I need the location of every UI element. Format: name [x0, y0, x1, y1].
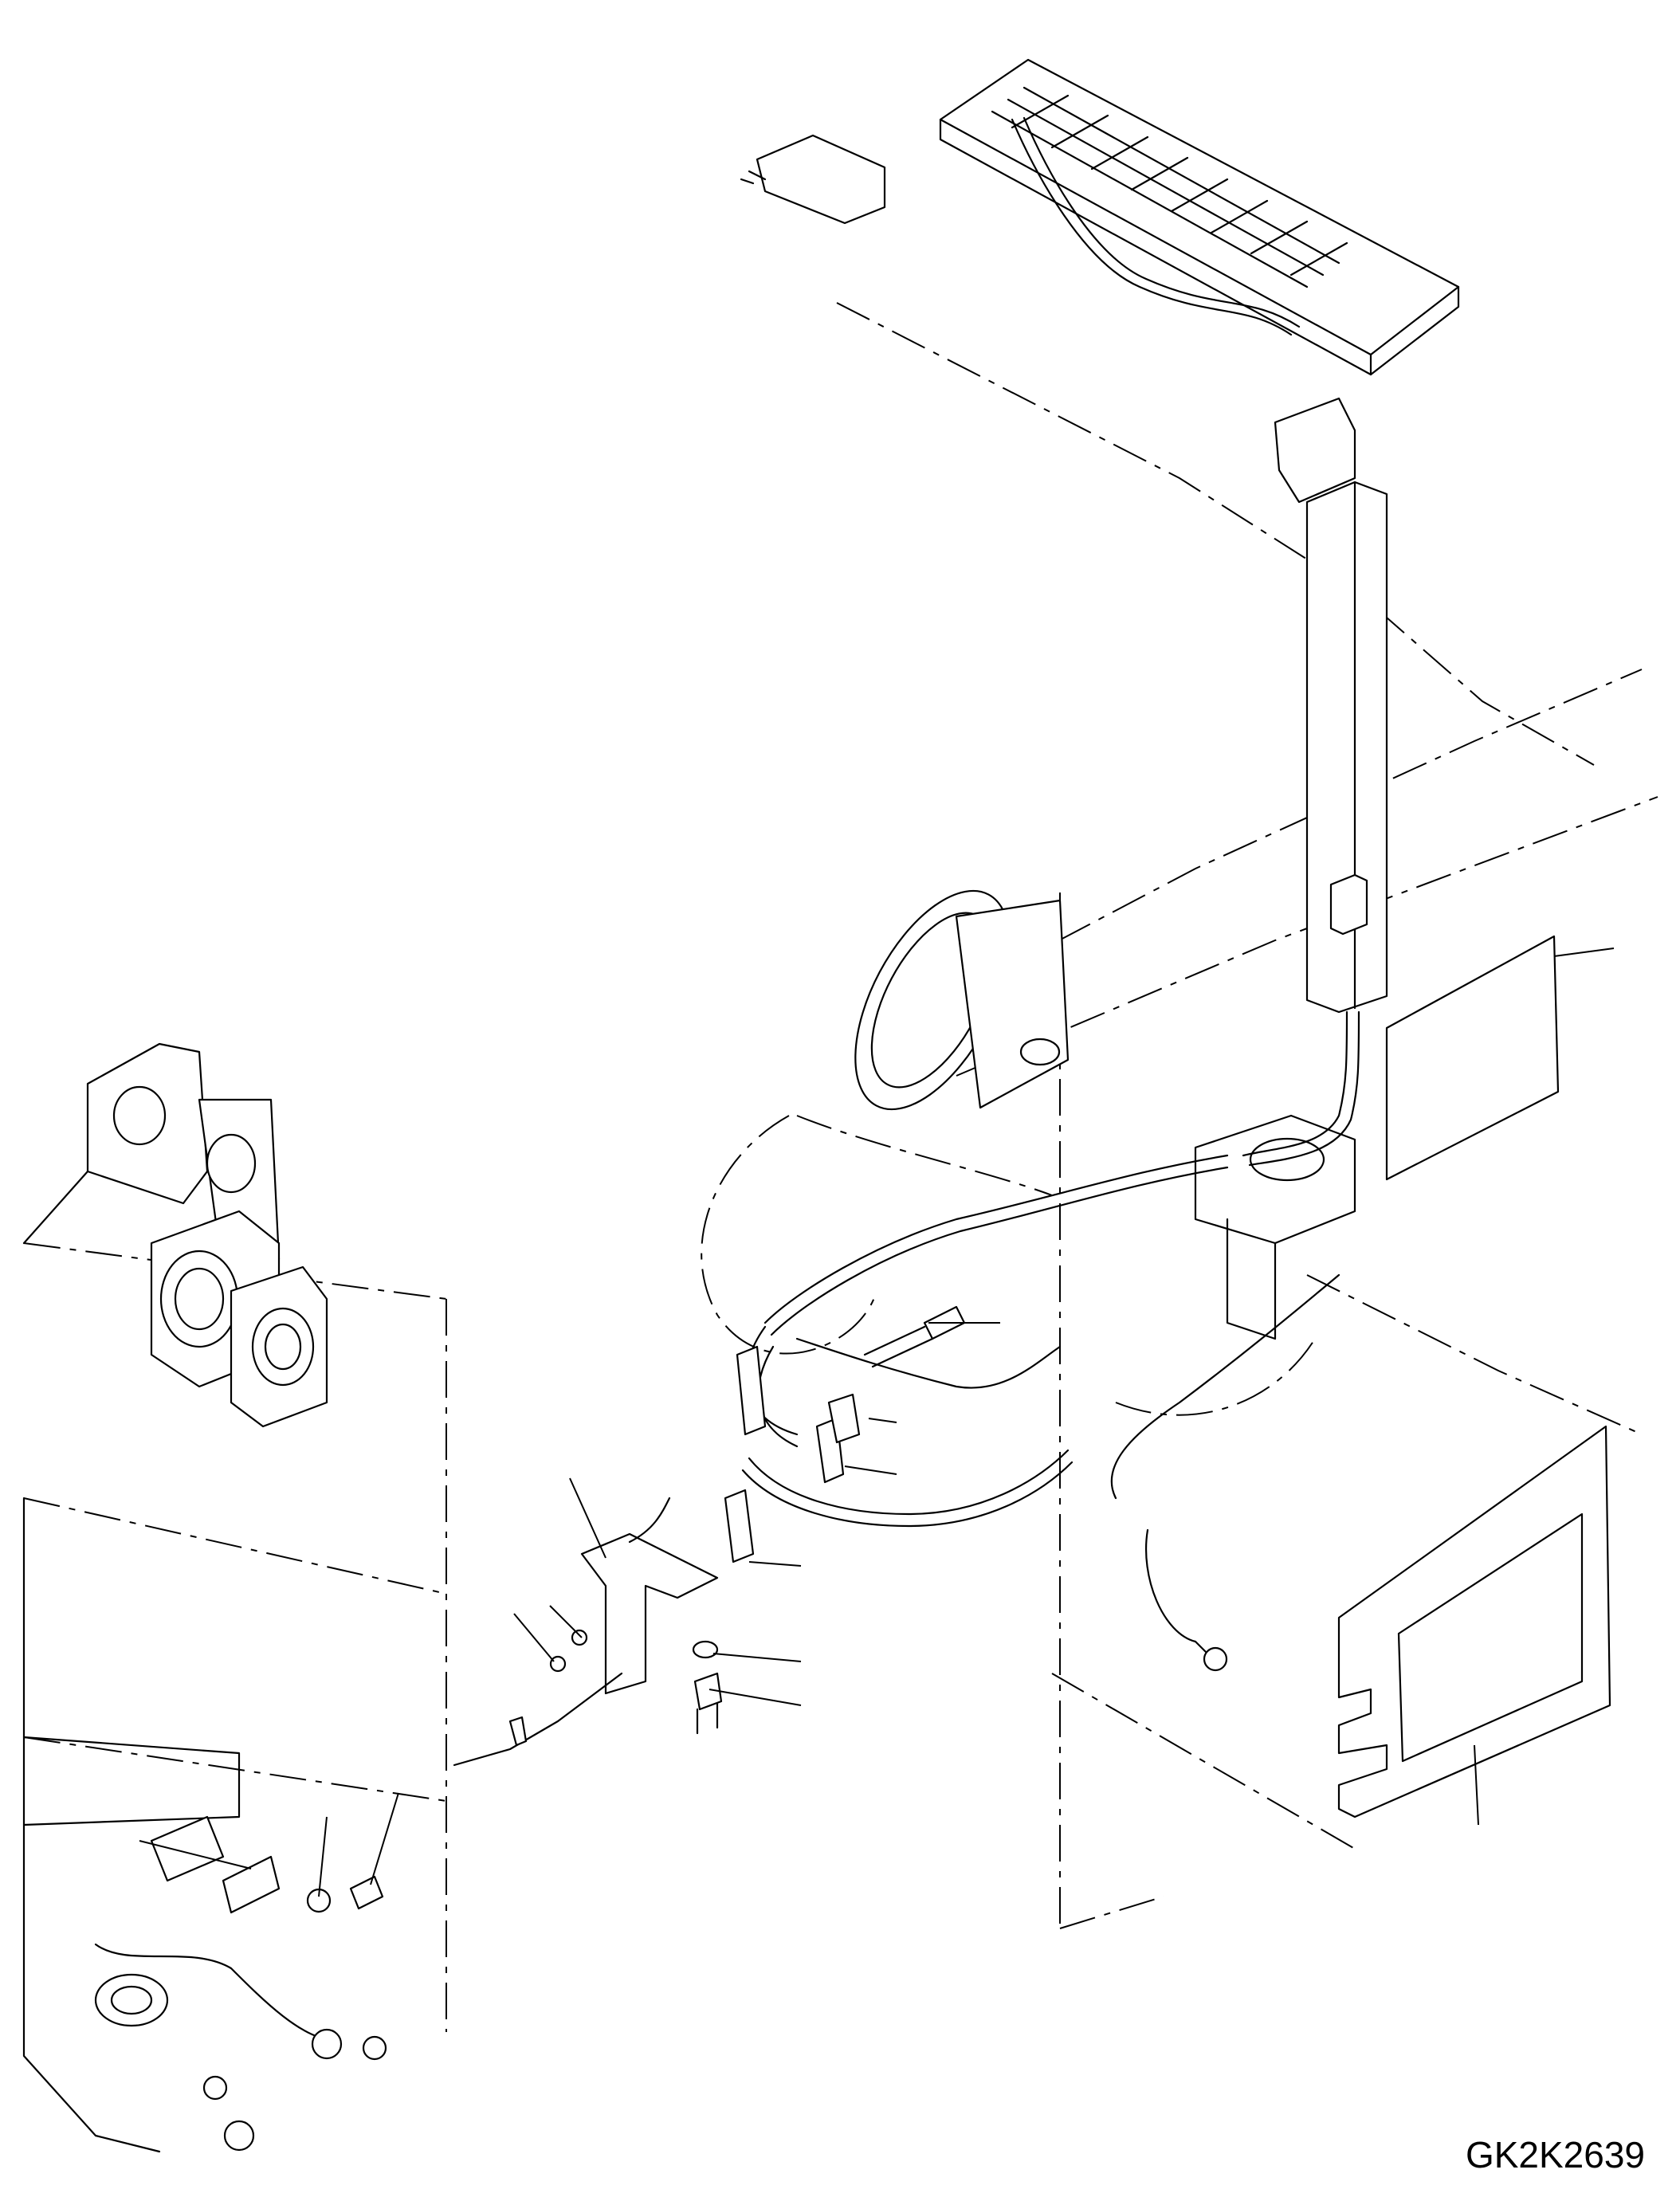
vertical-column [1307, 482, 1387, 1012]
leader-lines [139, 948, 1614, 1897]
wire-harness [743, 1012, 1359, 1670]
left-frame [24, 1044, 386, 2152]
axle-and-hub [823, 866, 1355, 1339]
upper-right-plate [1387, 936, 1558, 1179]
grille-cover-assembly [741, 60, 1458, 502]
mounting-bracket-assembly [454, 1307, 964, 1765]
drawing-code: GK2K2639 [1465, 2134, 1645, 2175]
lower-right-cover [1339, 1426, 1610, 1817]
